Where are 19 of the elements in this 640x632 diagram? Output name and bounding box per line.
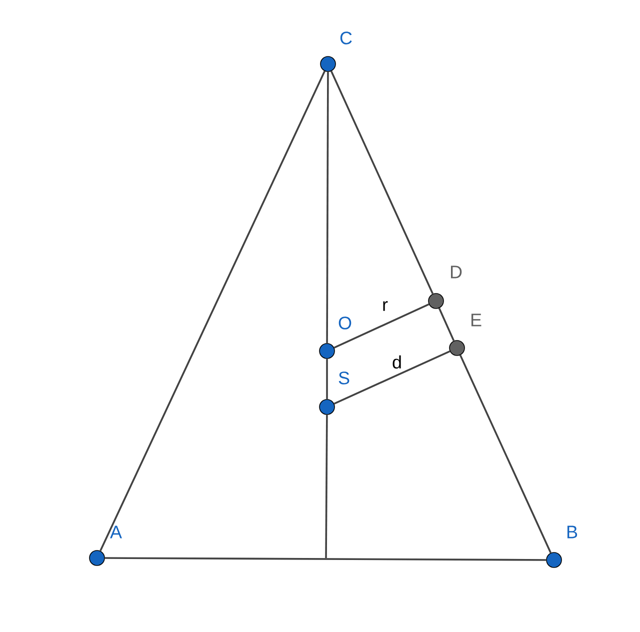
segment bbox=[104, 557, 546, 561]
point-label: B bbox=[567, 526, 578, 538]
segment bbox=[334, 303, 430, 349]
edge-label: d bbox=[391, 354, 403, 370]
segment bbox=[100, 70, 326, 552]
edge-label: r bbox=[381, 300, 389, 312]
segment bbox=[438, 308, 455, 342]
segment bbox=[325, 414, 328, 558]
point-label: O bbox=[338, 316, 352, 330]
point-label: A bbox=[110, 526, 122, 538]
point-label: C bbox=[340, 32, 352, 44]
segment bbox=[326, 72, 329, 344]
segment bbox=[334, 350, 450, 405]
segment bbox=[326, 358, 328, 400]
point-label: E bbox=[471, 314, 482, 326]
segment bbox=[459, 354, 552, 554]
segment bbox=[330, 70, 434, 294]
point-label: D bbox=[450, 266, 462, 278]
point-label: S bbox=[338, 372, 350, 384]
